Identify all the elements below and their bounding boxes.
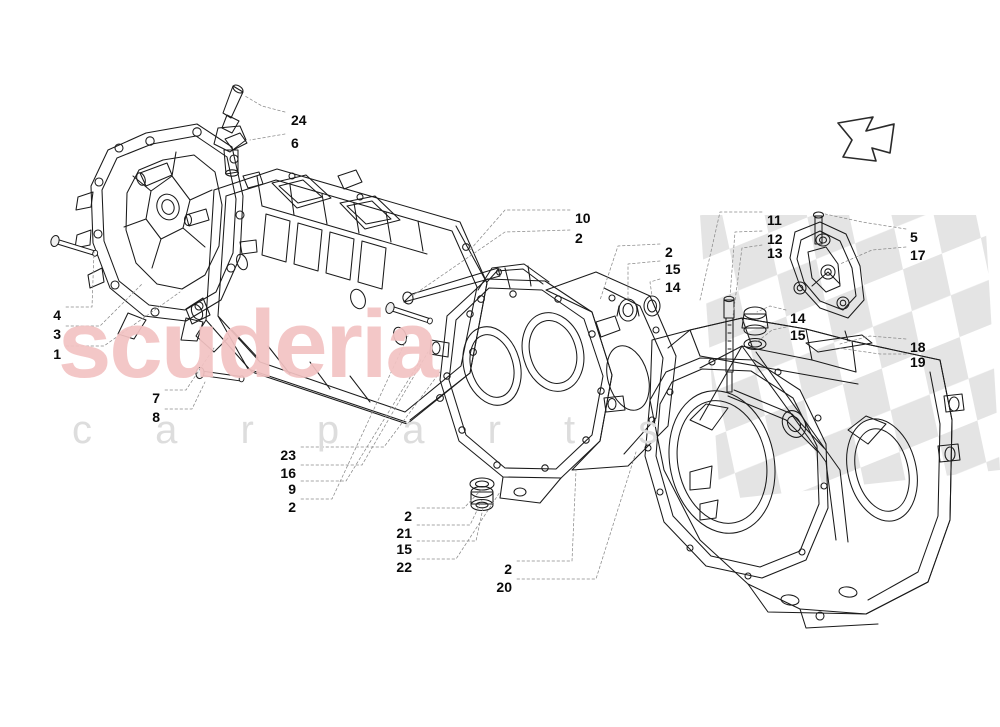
callout-number-15: 15 [665,261,681,277]
part-shim-18 [805,330,873,353]
watermark-brand: scuderia [58,291,439,398]
callout-number-6: 6 [291,135,299,151]
callout-number-7: 7 [152,390,160,406]
callout-number-2: 2 [504,561,512,577]
callout-number-21: 21 [396,525,412,541]
part-seal-21 [469,477,495,512]
part-bolt-4 [49,233,100,260]
part-cap-14 [741,306,769,351]
callout-number-24: 24 [291,112,307,128]
callout-number-19: 19 [910,354,926,370]
part-carrier-cover-plate [545,271,677,471]
callout-number-4: 4 [53,307,61,323]
part-bushing-14 [616,295,661,322]
callout-number-11: 11 [767,212,782,228]
callout-number-14: 14 [790,310,806,326]
callout-number-17: 17 [910,247,926,263]
part-main-gear-housing [185,168,488,425]
callout-number-5: 5 [910,229,918,245]
leader-lines [65,95,907,580]
orientation-arrow [837,116,895,162]
callout-number-10: 10 [575,210,591,226]
callout-number-1: 1 [53,346,61,362]
callout-number-20: 20 [496,579,512,595]
callout-number-8: 8 [152,409,160,425]
part-plug-6 [213,125,247,177]
part-stud-10 [402,267,502,305]
callout-number-23: 23 [280,447,296,463]
part-left-end-cover [74,123,264,342]
callout-number-14: 14 [665,279,681,295]
part-mounting-bracket [789,211,865,319]
callout-number-3: 3 [53,326,61,342]
part-bolt-24 [221,84,244,134]
part-gear-carrier-housing [429,263,626,504]
callout-number-13: 13 [767,245,783,261]
part-damper-13 [723,295,735,393]
callout-number-18: 18 [910,339,926,355]
callout-number-9: 9 [288,481,296,497]
callout-number-2: 2 [288,499,296,515]
callout-number-2: 2 [665,244,673,260]
callout-number-22: 22 [396,559,412,575]
callout-number-12: 12 [767,231,783,247]
callout-number-2: 2 [404,508,412,524]
watermark-tagline: c a r p a r t s [72,408,685,452]
part-bell-housing [644,317,965,629]
callout-number-15: 15 [396,541,412,557]
callout-number-16: 16 [280,465,296,481]
callout-number-15: 15 [790,327,806,343]
callout-number-2: 2 [575,230,583,246]
